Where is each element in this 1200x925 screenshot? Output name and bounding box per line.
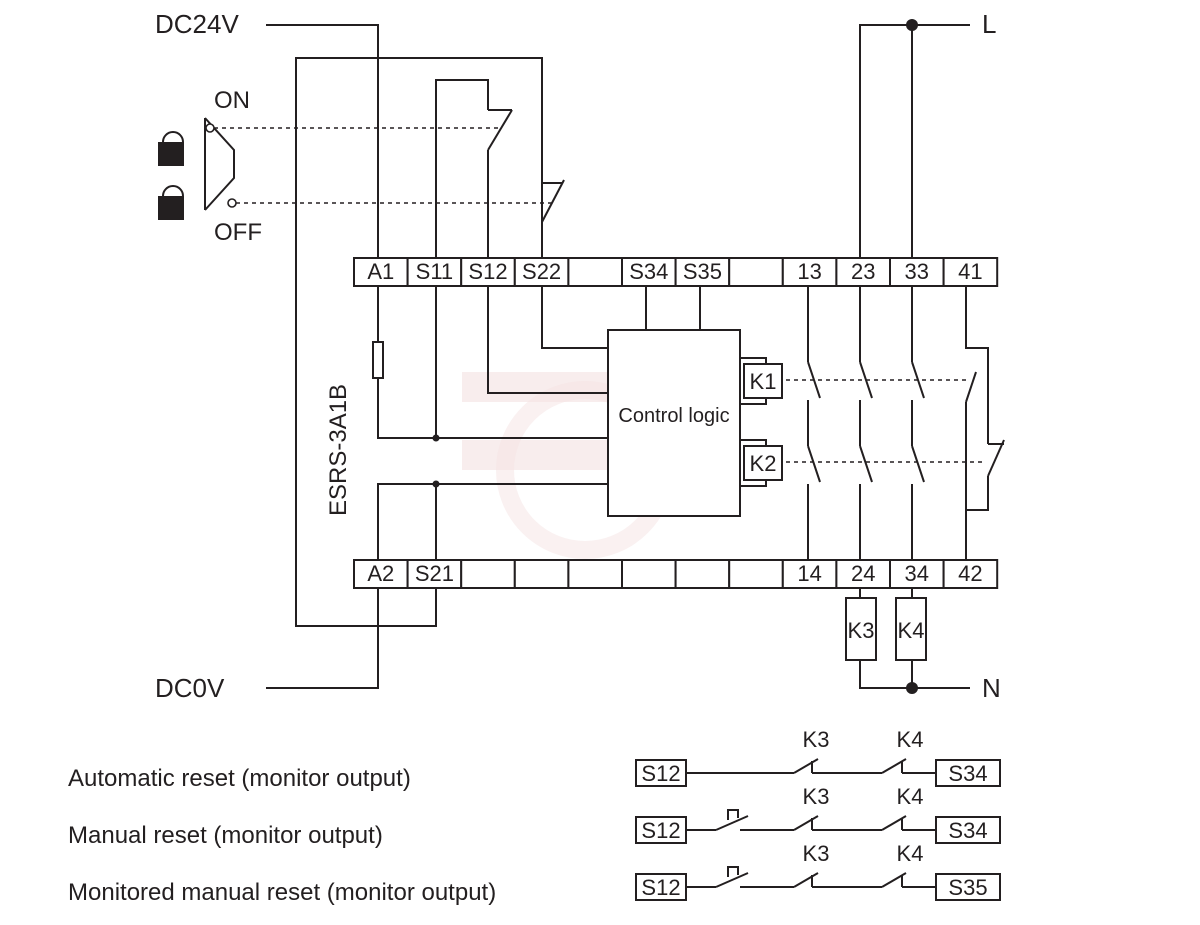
k3-contact-label: K3 — [803, 784, 830, 809]
bottom-terminal-label: S21 — [415, 561, 454, 586]
supply-wiring — [266, 24, 543, 689]
selector-switch — [204, 117, 552, 211]
bottom-terminal-cell — [406, 559, 463, 589]
top-terminal-label: 23 — [851, 259, 875, 284]
top-terminal-label: A1 — [367, 259, 394, 284]
top-terminal-cell — [406, 257, 463, 287]
off-label: OFF — [214, 219, 262, 246]
bottom-terminal-cell — [513, 559, 570, 589]
n-label: N — [982, 673, 1001, 703]
on-label: ON — [214, 87, 250, 114]
top-terminal-cell — [621, 257, 677, 287]
dc0v-label: DC0V — [155, 673, 225, 703]
reset-mode-label: Automatic reset (monitor output) — [68, 765, 411, 792]
k2-label: K2 — [750, 451, 777, 476]
bottom-terminal-label: A2 — [367, 561, 394, 586]
top-terminal-label: S22 — [522, 259, 561, 284]
output-contacts — [786, 286, 1005, 560]
top-terminal-cell — [781, 257, 838, 287]
bottom-terminal-cell — [674, 559, 731, 589]
k3-coil-label: K3 — [848, 618, 875, 643]
bottom-terminal-cell — [621, 559, 677, 589]
to-terminal-label: S34 — [948, 761, 987, 786]
control-logic-label: Control logic — [618, 405, 729, 427]
to-terminal-box — [935, 816, 1001, 844]
top-terminal-label: 33 — [905, 259, 929, 284]
dc24v-label: DC24V — [155, 9, 239, 39]
top-terminal-cell — [674, 257, 731, 287]
k4-contact-label: K4 — [897, 784, 924, 809]
relay-k1 — [740, 357, 783, 405]
bottom-terminal-cell — [460, 559, 516, 589]
bottom-terminal-cell — [889, 559, 945, 589]
k3-contact-label: K3 — [803, 727, 830, 752]
k1-label: K1 — [750, 369, 777, 394]
bottom-terminal-label: 14 — [797, 561, 821, 586]
bottom-terminal-label: 24 — [851, 561, 875, 586]
to-terminal-label: S35 — [948, 875, 987, 900]
top-terminal-label: 41 — [958, 259, 982, 284]
bottom-terminal-cell — [353, 559, 409, 589]
top-terminal-cell — [942, 257, 999, 287]
bottom-terminal-label: 34 — [905, 561, 929, 586]
top-terminal-cell — [460, 257, 516, 287]
top-terminal-label: S35 — [683, 259, 722, 284]
from-terminal-label: S12 — [641, 818, 680, 843]
l-label: L — [982, 9, 996, 39]
reset-mode-label: Manual reset (monitor output) — [68, 822, 383, 849]
bottom-terminal-cell — [942, 559, 999, 589]
k4-contact-label: K4 — [897, 727, 924, 752]
relay-k3-coil — [845, 597, 877, 661]
top-terminal-label: S11 — [416, 259, 454, 284]
reset-pushbutton-icon — [727, 866, 739, 877]
top-terminal-label: 13 — [797, 259, 821, 284]
reset-mode-row: Automatic reset (monitor output) S12 S34 K3… — [68, 727, 1001, 792]
relay-k2 — [740, 439, 783, 487]
reset-pushbutton-icon — [727, 809, 739, 820]
top-terminal-label: S12 — [468, 259, 507, 284]
mains-wiring — [859, 19, 970, 694]
bottom-terminal-cell — [781, 559, 838, 589]
top-terminal-cell — [567, 257, 624, 287]
bottom-terminal-label: 42 — [958, 561, 982, 586]
reset-mode-label: Monitored manual reset (monitor output) — [68, 879, 496, 906]
k3-contact-label: K3 — [803, 841, 830, 866]
control-logic-block — [607, 329, 741, 517]
safety-switch-contacts — [487, 109, 565, 223]
bottom-terminal-cell — [567, 559, 624, 589]
relay-k4-coil — [895, 597, 927, 661]
reset-mode-row: Manual reset (monitor output) S12 S34 K3 K4 — [68, 784, 1001, 849]
bottom-terminal-cell — [835, 559, 892, 589]
top-terminal-strip: A1 S11 S12 S22 S34 S35 13 23 33 41 — [353, 257, 999, 287]
internal-wiring — [372, 286, 701, 560]
from-terminal-label: S12 — [641, 761, 680, 786]
lock-icon — [158, 131, 184, 220]
bottom-terminal-cell — [728, 559, 784, 589]
k4-coil-label: K4 — [898, 618, 925, 643]
k4-contact-label: K4 — [897, 841, 924, 866]
top-terminal-label: S34 — [629, 259, 668, 284]
top-terminal-cell — [728, 257, 784, 287]
from-terminal-label: S12 — [641, 875, 680, 900]
reset-mode-row: Monitored manual reset (monitor output) S… — [68, 841, 1001, 906]
to-terminal-label: S34 — [948, 818, 987, 843]
model-label: ESRS-3A1B — [325, 384, 352, 516]
top-terminal-cell — [353, 257, 409, 287]
bottom-terminal-strip: A2 S21 14 24 34 42 — [353, 559, 999, 589]
